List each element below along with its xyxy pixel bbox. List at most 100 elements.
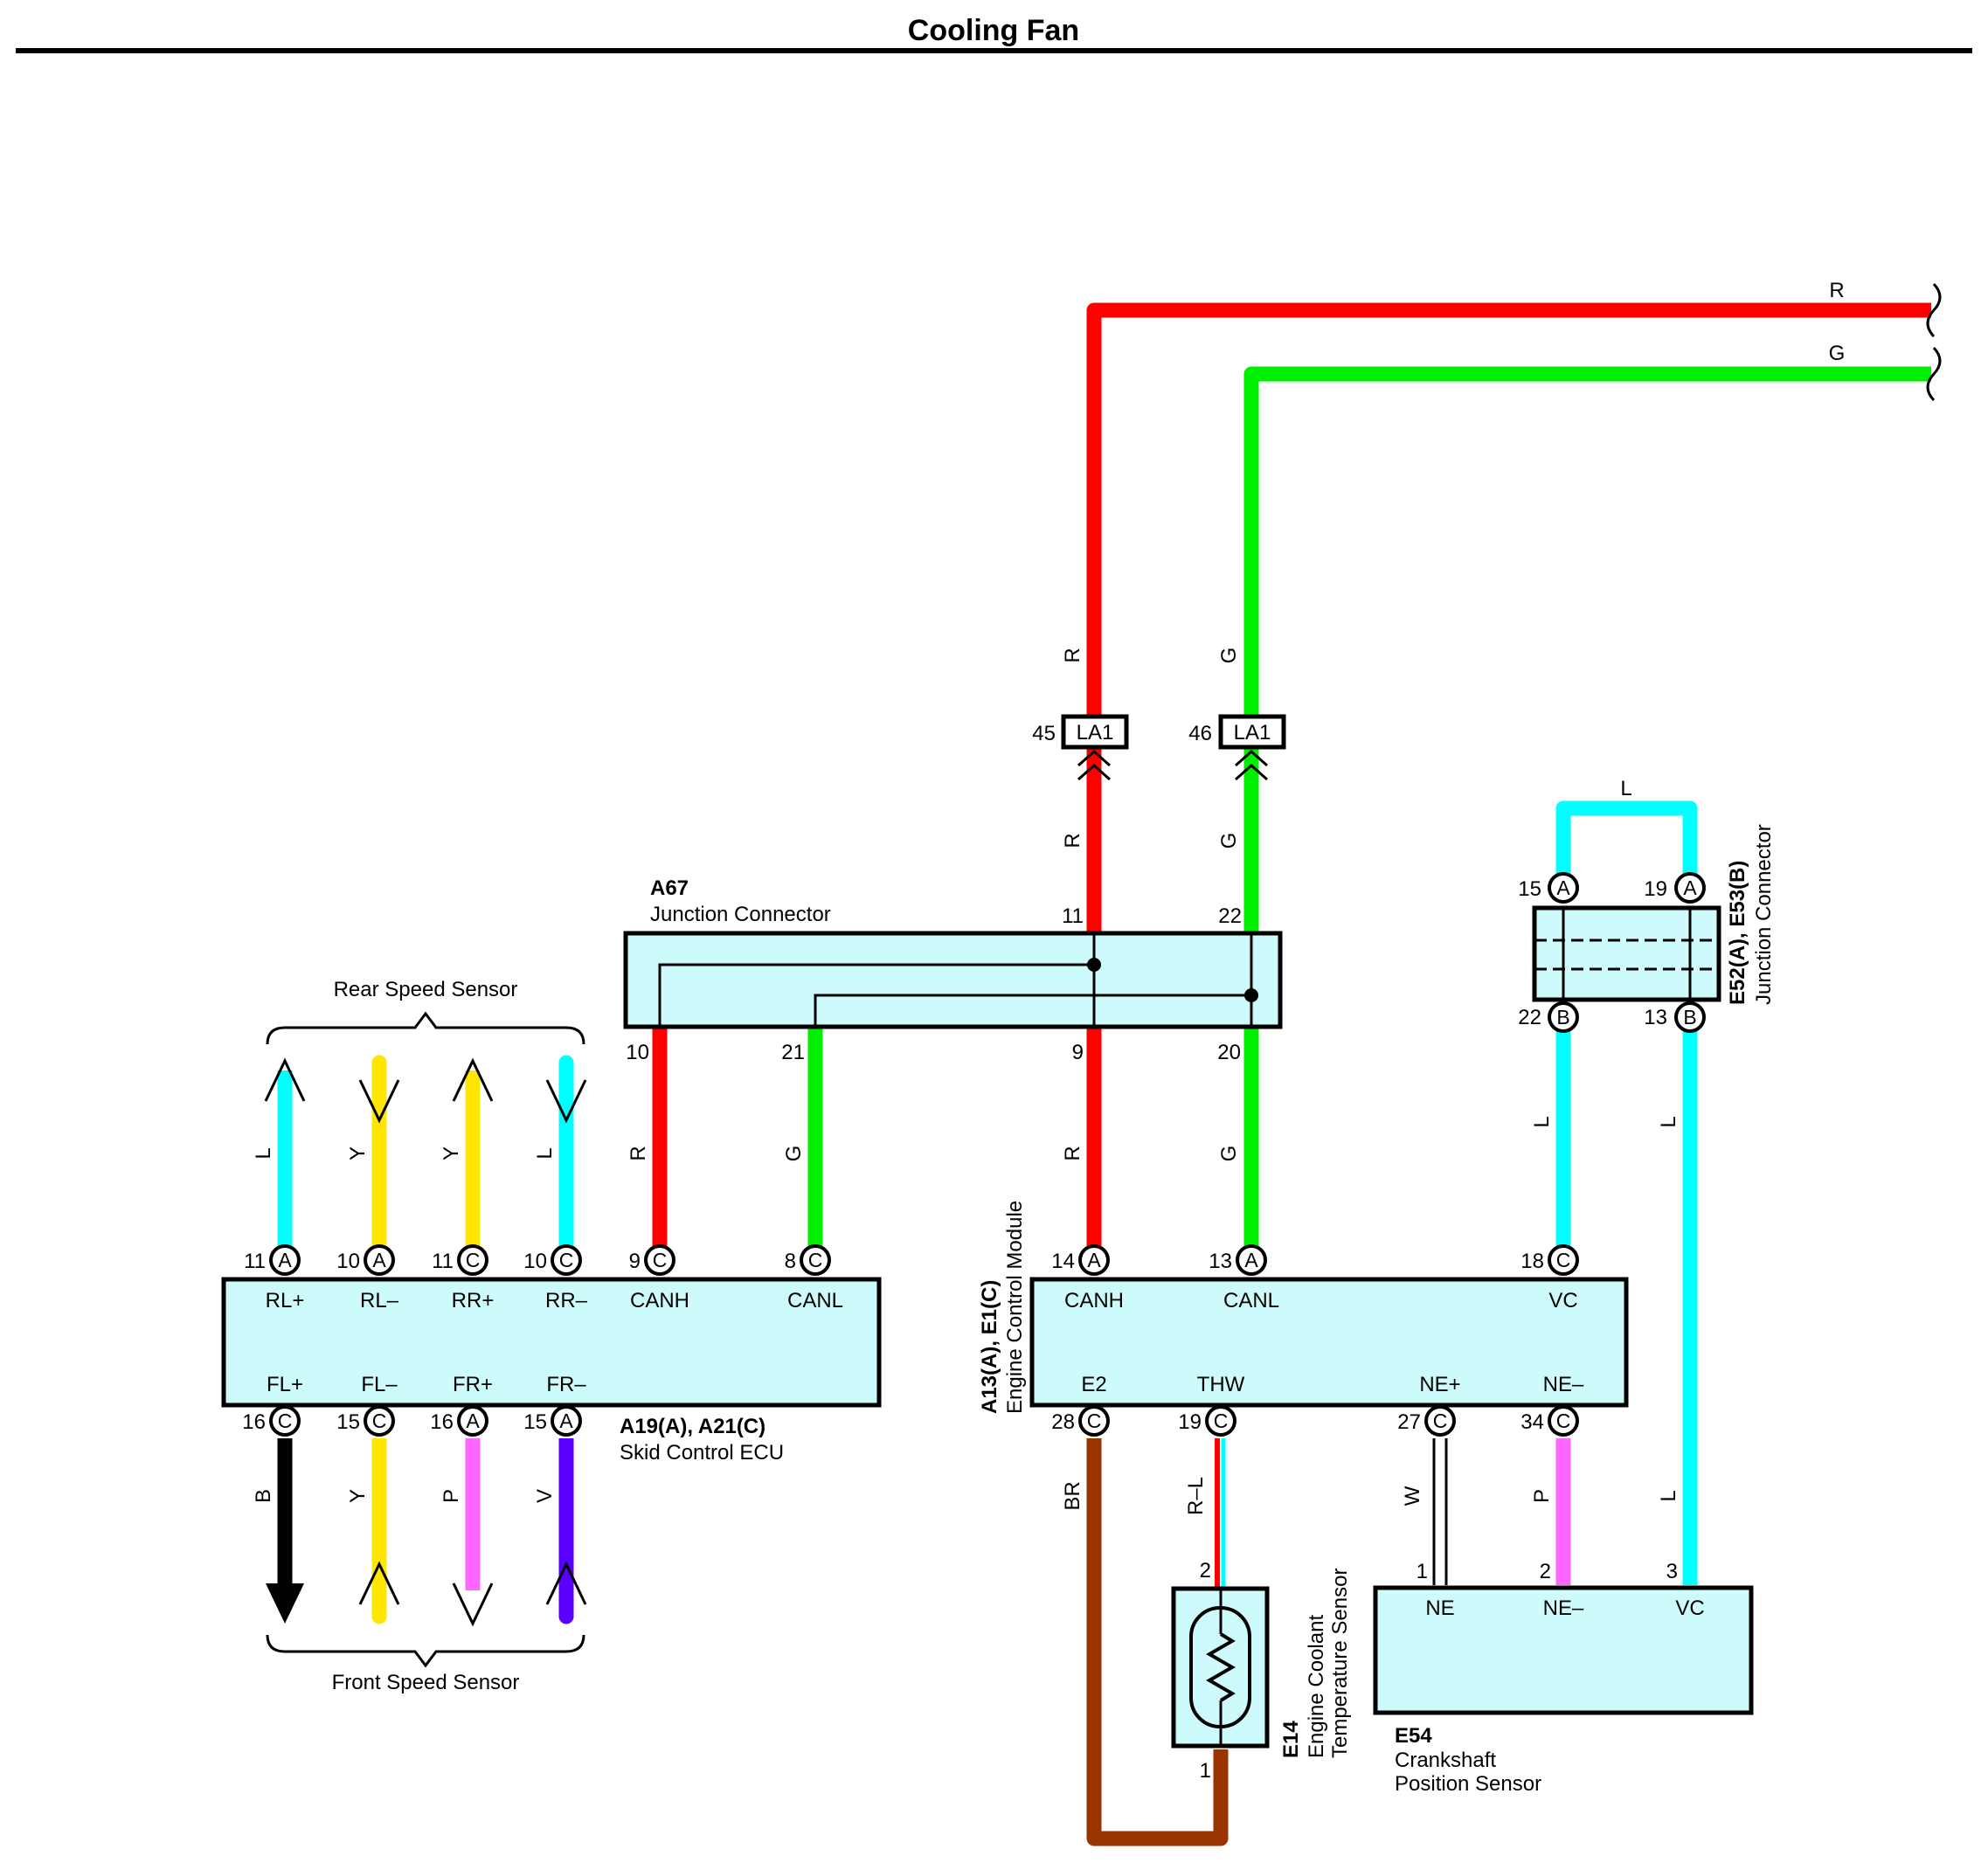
pin-number: 34 — [1520, 1410, 1544, 1434]
a67-pin-10: 10 — [626, 1041, 649, 1064]
e52-junction-connector — [1532, 905, 1721, 1002]
arrow-down-icon — [358, 1079, 400, 1124]
terminal-label: VC — [1675, 1596, 1704, 1620]
a67-id: A67 — [650, 876, 689, 900]
pin-number: 14 — [1051, 1250, 1075, 1273]
connector-letter: C — [466, 1249, 481, 1271]
pin-number: 15 — [523, 1410, 547, 1434]
wire-e2-brown — [1086, 1438, 1229, 1846]
e52-name: Junction Connector — [1752, 824, 1776, 1005]
svg-text:A: A — [1683, 876, 1697, 899]
svg-text:Y: Y — [346, 1146, 370, 1160]
svg-text:V: V — [533, 1489, 557, 1503]
connector-terminal-icon — [457, 1244, 488, 1276]
la1-pin-46: 46 — [1188, 722, 1212, 745]
terminal-label: FR– — [546, 1373, 586, 1396]
e52-pin-13: 13 — [1644, 1006, 1667, 1029]
pin-number: 27 — [1397, 1410, 1421, 1434]
a67-name: Junction Connector — [650, 903, 831, 926]
connector-letter: C — [1214, 1409, 1229, 1432]
e52-terminal-a15: A — [1548, 872, 1579, 904]
e54-name-2: Position Sensor — [1395, 1772, 1541, 1796]
la1-label-45: LA1 — [1077, 721, 1114, 745]
a67-pin-9: 9 — [1072, 1041, 1084, 1064]
pin-number: 8 — [785, 1250, 796, 1273]
connector-letter: C — [808, 1249, 823, 1271]
wire-code: Y — [440, 1146, 463, 1160]
wire-code: V — [533, 1489, 557, 1503]
la1-label-46: LA1 — [1234, 721, 1271, 745]
connector-letter: A — [1244, 1249, 1258, 1271]
wire-code: Y — [346, 1489, 370, 1503]
e52-terminal-b13: B — [1674, 1001, 1706, 1033]
wire-end-cap — [371, 1609, 387, 1624]
svg-text:G: G — [1217, 648, 1241, 664]
arrow-up-icon — [358, 1561, 400, 1605]
pin-number: 13 — [1209, 1250, 1232, 1273]
e52-terminal-a19: A — [1674, 872, 1706, 904]
e54-terminal: 1NE — [1417, 1560, 1455, 1620]
a67-pin-20: 20 — [1217, 1041, 1241, 1064]
front-speed-sensor-label: Front Speed Sensor — [332, 1671, 520, 1694]
svg-text:R: R — [1061, 1146, 1084, 1160]
e52-id: E52(A), E53(B) — [1726, 861, 1749, 1005]
e54-terminal: 3VC — [1666, 1560, 1705, 1620]
e52-pin-19: 19 — [1644, 877, 1667, 901]
resistor-zigzag-icon — [1205, 1632, 1236, 1702]
wire-code: R — [627, 1146, 650, 1160]
svg-text:W: W — [1401, 1486, 1424, 1506]
connector-letter: A — [278, 1249, 292, 1271]
pin-number: 3 — [1666, 1560, 1678, 1583]
wire-code: L — [1657, 1116, 1680, 1127]
connector-letter: C — [1433, 1409, 1448, 1432]
wire-code: L — [1657, 1490, 1680, 1501]
pin-number: 9 — [629, 1250, 641, 1273]
pin-number: 16 — [242, 1410, 266, 1434]
pin-number: 28 — [1051, 1410, 1075, 1434]
arrow-down-icon — [266, 1583, 304, 1624]
connector-terminal-icon — [457, 1405, 488, 1437]
terminal-label: CANL — [787, 1289, 843, 1312]
terminal-label: CANL — [1223, 1289, 1279, 1312]
svg-text:R: R — [1061, 833, 1084, 848]
wire-break-mark-r — [1926, 282, 1942, 338]
wire-code: G — [1217, 1146, 1241, 1162]
terminal-label: FL+ — [267, 1373, 303, 1396]
wire-canh-red — [1086, 302, 1931, 1251]
rear-speed-sensor-label: Rear Speed Sensor — [334, 978, 518, 1001]
terminal-label: E2 — [1081, 1373, 1106, 1396]
terminal-label: NE– — [1543, 1373, 1584, 1396]
terminal-label: CANH — [1064, 1289, 1124, 1312]
svg-text:R: R — [1061, 648, 1084, 662]
a67-pin-21: 21 — [781, 1041, 805, 1064]
pin-number: 16 — [430, 1410, 454, 1434]
e14-name-1: Engine Coolant — [1305, 1615, 1328, 1758]
e52-terminal-b22: B — [1548, 1001, 1579, 1033]
svg-text:L: L — [252, 1147, 275, 1159]
connector-terminal-icon — [644, 1244, 675, 1276]
e54-id: E54 — [1395, 1724, 1432, 1748]
connector-terminal-icon — [364, 1405, 395, 1437]
connector-terminal-icon — [551, 1405, 582, 1437]
ecm-bottom-terminal: 27 C NE+ — [1397, 1373, 1461, 1437]
connector-terminal-icon — [364, 1244, 395, 1276]
terminal-label: NE+ — [1419, 1373, 1460, 1396]
connector-letter: C — [653, 1249, 668, 1271]
wire-break-mark-g — [1926, 346, 1942, 402]
pin-number: 10 — [523, 1250, 547, 1273]
la1-connector-45 — [1061, 714, 1129, 750]
wire-code: P — [1530, 1489, 1554, 1503]
connector-letter: C — [1556, 1249, 1571, 1271]
connector-terminal-icon — [1424, 1405, 1456, 1437]
la1-pin-45: 45 — [1032, 722, 1056, 745]
wire-code: L — [1530, 1116, 1554, 1127]
arrow-up-icon — [452, 1057, 494, 1102]
